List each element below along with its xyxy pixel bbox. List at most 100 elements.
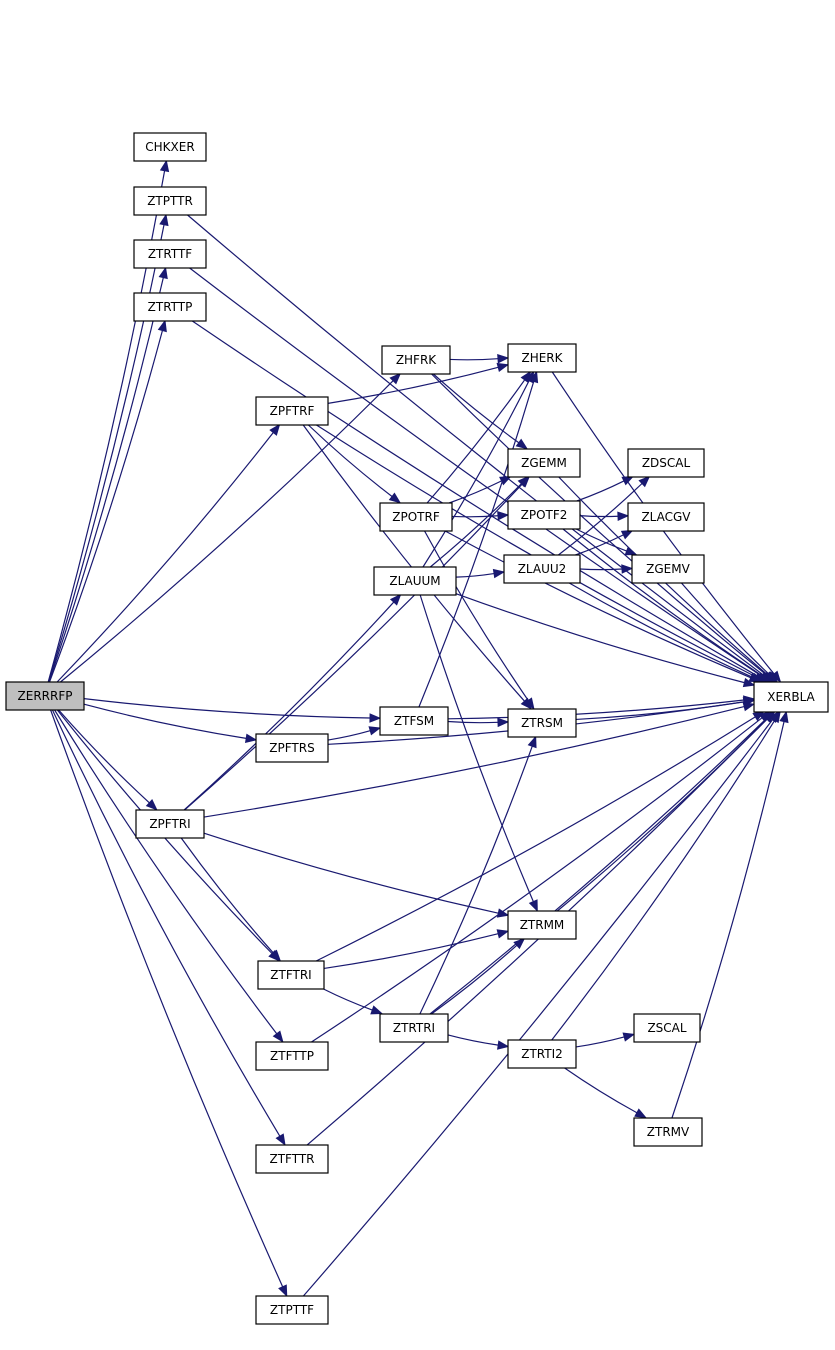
arrowhead-zlauu2-to-zdscal — [638, 475, 651, 488]
edge-zhfrk-to-zherk — [449, 358, 499, 361]
node-chkxer[interactable]: CHKXER — [133, 132, 207, 162]
node-zpftrs[interactable]: ZPFTRS — [255, 733, 329, 763]
node-ztrmm[interactable]: ZTRMM — [507, 910, 577, 940]
edge-zpotf2-to-zlacgv — [579, 514, 619, 518]
node-ztrttp[interactable]: ZTRTTP — [133, 292, 207, 322]
node-ztrtri[interactable]: ZTRTRI — [379, 1013, 449, 1043]
node-zgemm[interactable]: ZGEMM — [507, 448, 581, 478]
node-box — [633, 1117, 703, 1147]
edge-ztrti2-to-zscal — [575, 1036, 625, 1048]
edge-zlauum-to-zgemm — [429, 483, 522, 568]
node-label: ZTPTTF — [270, 1303, 314, 1317]
node-box — [753, 681, 829, 713]
edge-zpftri-to-ztrmm — [203, 832, 499, 914]
arrowhead-ztrtri-to-ztrsm — [527, 735, 537, 749]
edge-ztrtri-to-ztrmm — [431, 944, 518, 1015]
node-zlacgv[interactable]: ZLACGV — [627, 502, 705, 532]
node-label: ZTPTTR — [147, 194, 193, 208]
node-box — [255, 1295, 329, 1325]
node-label: ZTFTRI — [270, 968, 311, 982]
edge-zlauu2-to-zdscal — [558, 483, 643, 556]
node-label: ZLACGV — [641, 510, 691, 524]
node-ztpttr[interactable]: ZTPTTR — [133, 186, 207, 216]
arrowhead-ztrti2-to-zscal — [622, 1032, 636, 1042]
arrowhead-zerrrfp-to-ztrttp — [157, 319, 167, 333]
node-box — [255, 396, 329, 426]
node-ztftri[interactable]: ZTFTRI — [257, 960, 325, 990]
edge-zpftri-to-ztftri — [180, 837, 274, 954]
node-label: ZPFTRS — [269, 741, 314, 755]
arrowhead-zlauum-to-zlauu2 — [492, 568, 506, 579]
arrowhead-zpotf2-to-zdscal — [621, 475, 635, 486]
edge-zhfrk-to-xerbla — [431, 373, 768, 676]
edge-zerrrfp-to-zpftrs — [83, 703, 247, 739]
node-ztfsm[interactable]: ZTFSM — [379, 706, 449, 736]
arrowhead-zlauum-to-ztrmm — [528, 899, 538, 913]
arrowhead-zerrrfp-to-zpftrf — [269, 423, 281, 436]
node-box — [507, 500, 581, 530]
node-ztrsm[interactable]: ZTRSM — [507, 708, 577, 738]
node-zpftrf[interactable]: ZPFTRF — [255, 396, 329, 426]
node-zerrrfp[interactable]: ZERRRFP — [5, 681, 85, 711]
node-zhfrk[interactable]: ZHFRK — [381, 345, 451, 375]
node-ztpttf[interactable]: ZTPTTF — [255, 1295, 329, 1325]
node-zherk[interactable]: ZHERK — [507, 343, 577, 373]
node-box — [507, 1039, 577, 1069]
node-box — [133, 132, 207, 162]
edge-ztrttf-to-xerbla — [189, 267, 763, 677]
node-zdscal[interactable]: ZDSCAL — [627, 448, 705, 478]
node-ztfttp[interactable]: ZTFTTP — [255, 1041, 329, 1071]
node-zgemv[interactable]: ZGEMV — [631, 554, 705, 584]
node-label: ZHFRK — [396, 353, 437, 367]
node-zscal[interactable]: ZSCAL — [633, 1013, 701, 1043]
edge-zerrrfp-to-ztfttp — [54, 709, 278, 1035]
node-xerbla[interactable]: XERBLA — [753, 681, 829, 713]
node-zlauum[interactable]: ZLAUUM — [373, 566, 457, 596]
edge-ztfttp-to-xerbla — [311, 717, 763, 1043]
node-ztfttr[interactable]: ZTFTTR — [255, 1144, 329, 1174]
node-label: ZTRSM — [521, 716, 563, 730]
node-label: ZTRTI2 — [521, 1047, 563, 1061]
edge-zlauu2-to-xerbla — [568, 582, 754, 678]
arrowhead-ztftri-to-ztrtri — [370, 1005, 383, 1015]
arrowhead-ztfsm-to-ztrsm — [497, 717, 510, 728]
node-ztrmv[interactable]: ZTRMV — [633, 1117, 703, 1147]
edge-zlauu2-to-zlacgv — [575, 534, 624, 556]
node-zpotf2[interactable]: ZPOTF2 — [507, 500, 581, 530]
arrowhead-zerrrfp-to-chkxer — [159, 159, 170, 173]
arrowhead-zerrrfp-to-zhfrk — [389, 372, 402, 385]
arrowhead-zpftri-to-xerbla — [742, 702, 756, 712]
arrowhead-ztrmv-to-xerbla — [779, 710, 789, 724]
edge-ztrtri-to-ztrti2 — [447, 1034, 499, 1046]
node-label: ZGEMV — [646, 562, 690, 576]
node-box — [133, 239, 207, 269]
edge-ztpttf-to-xerbla — [302, 719, 773, 1297]
node-zlauu2[interactable]: ZLAUU2 — [503, 554, 581, 584]
edge-ztfsm-to-xerbla — [447, 699, 745, 720]
arrowhead-zerrrfp-to-ztfttr — [275, 1133, 286, 1146]
call-graph-nodes: ZERRRFP CHKXER ZTPTTR ZTRTTF ZTRTTP ZHFRK ZHER… — [5, 132, 829, 1325]
arrowhead-zpftri-to-zgemm — [518, 475, 531, 488]
arrowhead-zpotf2-to-zgemv — [624, 546, 638, 556]
edge-zlauum-to-zherk — [422, 380, 530, 568]
arrowhead-zpftri-to-zlauum — [389, 593, 402, 606]
edge-zpftrf-to-zpotrf — [307, 424, 393, 497]
node-label: ZTRTRI — [393, 1021, 435, 1035]
node-box — [633, 1013, 701, 1043]
node-box — [373, 566, 457, 596]
arrowhead-ztrti2-to-ztrmv — [634, 1108, 647, 1119]
edge-zpotrf-to-zpotf2 — [451, 515, 499, 518]
edge-zhfrk-to-zgemm — [432, 373, 520, 444]
node-zpftri[interactable]: ZPFTRI — [135, 809, 205, 839]
arrowhead-zpotrf-to-ztrsm — [524, 697, 535, 710]
edge-zlauum-to-xerbla — [455, 593, 745, 684]
arrowhead-zpftrf-to-zpotrf — [388, 492, 402, 504]
edge-ztrtri-to-ztrsm — [419, 746, 533, 1015]
node-ztrttf[interactable]: ZTRTTF — [133, 239, 207, 269]
arrowhead-zlauu2-to-zlacgv — [620, 529, 634, 540]
node-ztrti2[interactable]: ZTRTI2 — [507, 1039, 577, 1069]
node-zpotrf[interactable]: ZPOTRF — [379, 502, 453, 532]
edge-zpotrf-to-zherk — [426, 379, 526, 504]
arrowhead-zpftrs-to-ztfsm — [368, 726, 382, 736]
